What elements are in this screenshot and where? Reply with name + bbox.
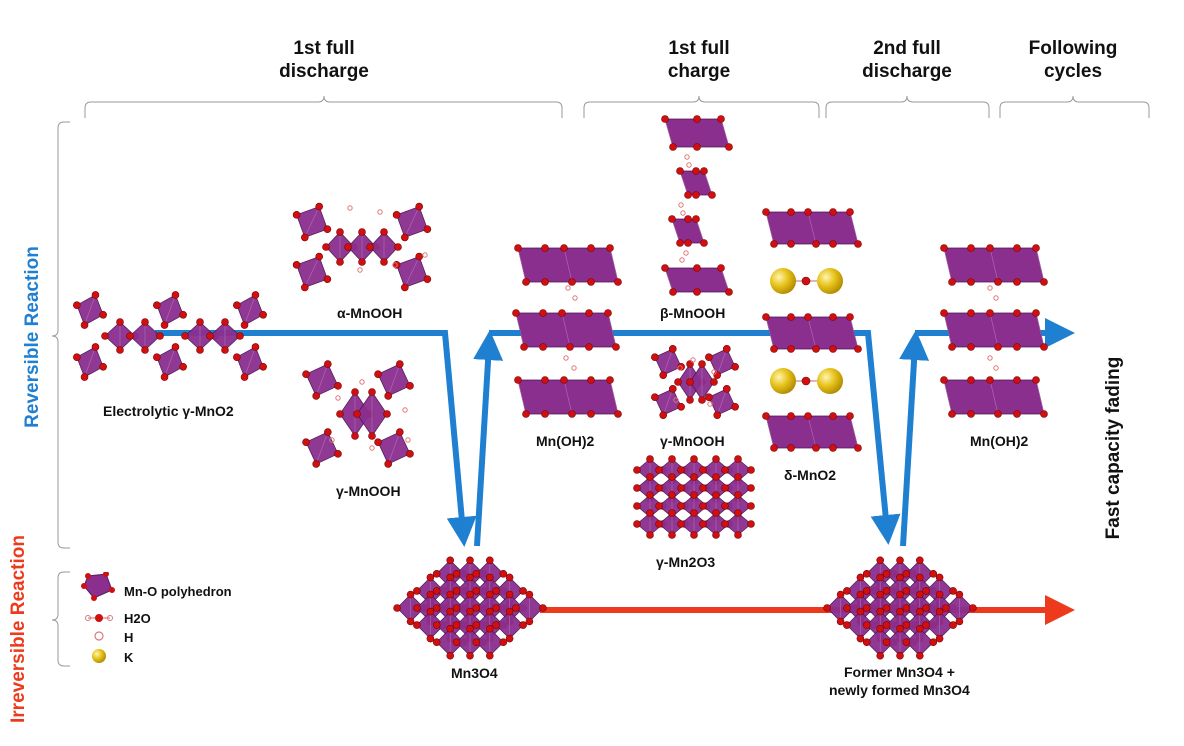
label-former-mn3o4-line1: Former Mn3O4 + bbox=[844, 664, 955, 680]
fast-capacity-fading-label: Fast capacity fading bbox=[1103, 356, 1124, 540]
structure-gamma-mn2o3 bbox=[633, 455, 755, 539]
label-mn-oh2-1: Mn(OH)2 bbox=[536, 433, 595, 449]
legend-water-label: H2O bbox=[124, 611, 151, 626]
structure-electrolytic-mno2 bbox=[73, 291, 267, 381]
legend-hydrogen-label: H bbox=[124, 630, 134, 645]
label-gamma-mn2o3: γ-Mn2O3 bbox=[656, 554, 716, 570]
header-first-charge-line2: charge bbox=[667, 61, 731, 82]
header-second-discharge-line2: discharge bbox=[862, 61, 952, 82]
header-following-line2: cycles bbox=[1043, 61, 1103, 82]
reversible-reaction-label: Reversible Reaction bbox=[22, 246, 43, 428]
structure-gamma-mnooh-1 bbox=[302, 360, 414, 468]
header-following-line1: Following bbox=[1028, 38, 1118, 59]
structure-gamma-mnooh-2 bbox=[651, 345, 739, 419]
header-first-charge-line1: 1st full bbox=[668, 38, 730, 59]
header-following-cycles: Following cycles bbox=[1013, 37, 1133, 83]
legend-hydrogen-icon bbox=[94, 631, 104, 641]
label-former-mn3o4-line2: newly formed Mn3O4 bbox=[829, 682, 970, 698]
legend-icons bbox=[81, 572, 115, 663]
label-electrolytic-mno2: Electrolytic γ-MnO2 bbox=[103, 403, 234, 419]
brace-second-discharge bbox=[825, 95, 990, 118]
legend-potassium-label: K bbox=[124, 650, 134, 665]
structure-alpha-mnooh bbox=[292, 202, 432, 292]
header-first-discharge-line2: discharge bbox=[279, 61, 369, 82]
label-delta-mno2: δ-MnO2 bbox=[784, 467, 837, 483]
structure-former-mn3o4 bbox=[823, 556, 977, 660]
structure-mn-oh2-2 bbox=[940, 244, 1048, 418]
header-second-discharge: 2nd full discharge bbox=[847, 37, 967, 83]
label-beta-mnooh: β-MnOOH bbox=[660, 305, 726, 321]
header-first-discharge: 1st full discharge bbox=[264, 37, 384, 83]
brace-reversible bbox=[51, 121, 70, 549]
legend-potassium-icon bbox=[92, 649, 106, 663]
structure-beta-mnooh bbox=[661, 115, 733, 296]
structure-delta-mno2 bbox=[762, 208, 862, 452]
legend-polyhedron-label: Mn-O polyhedron bbox=[124, 584, 232, 599]
label-gamma-mnooh-1: γ-MnOOH bbox=[336, 483, 401, 499]
reversible-path bbox=[155, 318, 1075, 547]
header-first-discharge-line1: 1st full bbox=[293, 38, 355, 59]
header-second-discharge-line1: 2nd full bbox=[873, 38, 941, 59]
label-mn-oh2-2: Mn(OH)2 bbox=[970, 433, 1029, 449]
brace-first-charge bbox=[583, 95, 820, 118]
brace-irreversible bbox=[51, 571, 70, 667]
irreversible-reaction-label: Irreversible Reaction bbox=[8, 535, 29, 723]
structure-mn-oh2-1 bbox=[512, 244, 622, 418]
label-gamma-mnooh-2: γ-MnOOH bbox=[660, 433, 725, 449]
label-alpha-mnooh: α-MnOOH bbox=[337, 305, 403, 321]
header-first-charge: 1st full charge bbox=[639, 37, 759, 83]
structure-mn3o4 bbox=[393, 556, 547, 660]
brace-following-cycles bbox=[999, 95, 1150, 118]
brace-first-discharge bbox=[84, 95, 563, 118]
label-mn3o4: Mn3O4 bbox=[451, 665, 498, 681]
legend-water-icon bbox=[85, 614, 113, 622]
